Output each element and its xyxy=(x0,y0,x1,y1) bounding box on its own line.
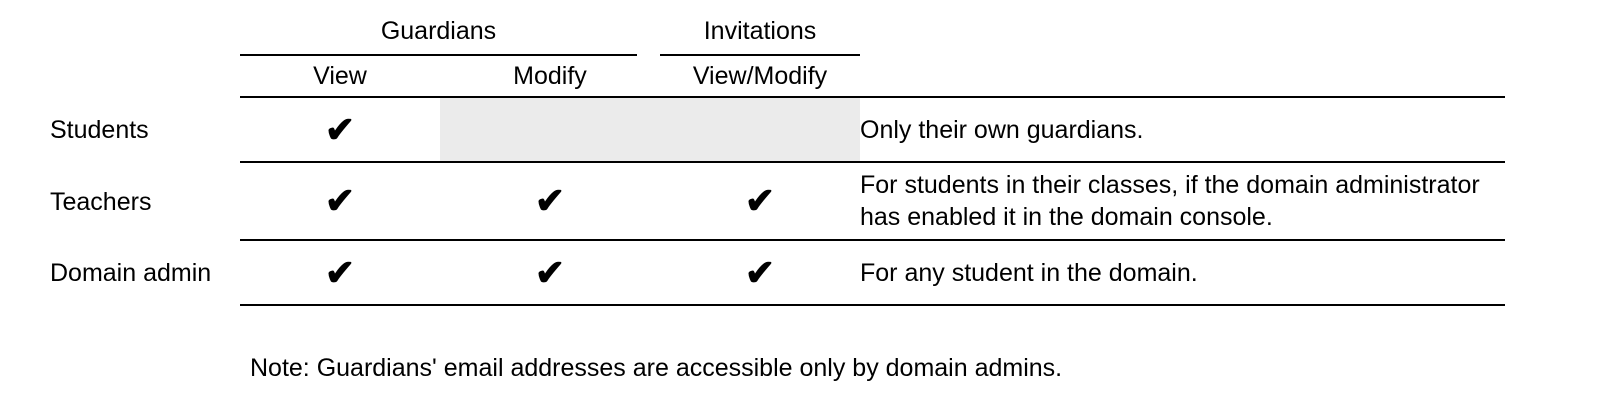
column-header-view-modify: View/Modify xyxy=(660,56,860,98)
column-group-guardians: Guardians xyxy=(240,10,637,56)
notes-header-spacer xyxy=(860,10,1505,56)
column-header-view-label: View xyxy=(313,61,367,90)
corner-spacer xyxy=(50,10,240,56)
column-group-invitations: Invitations xyxy=(660,10,860,56)
column-header-notes xyxy=(860,56,1505,98)
subheader-spacer xyxy=(50,56,240,98)
check-icon: ✔ xyxy=(660,241,860,306)
row-label-teachers: Teachers xyxy=(50,187,152,216)
column-header-modify-label: Modify xyxy=(513,61,587,90)
row-label-students: Students xyxy=(50,116,149,144)
column-header-view: View xyxy=(240,56,440,98)
permissions-table: Guardians Invitations View Modify View/M… xyxy=(50,10,1600,306)
check-icon: ✔ xyxy=(440,163,660,241)
footnote: Note: Guardians' email addresses are acc… xyxy=(250,354,1063,382)
column-group-invitations-label: Invitations xyxy=(703,17,817,45)
check-icon: ✔ xyxy=(240,98,440,163)
row-note-domain-admin: For any student in the domain. xyxy=(860,241,1505,306)
check-icon: ✔ xyxy=(240,241,440,306)
check-icon: ✔ xyxy=(660,163,860,241)
check-icon: ✔ xyxy=(240,163,440,241)
column-header-view-modify-label: View/Modify xyxy=(692,61,828,90)
check-icon: ✔ xyxy=(440,241,660,306)
column-group-guardians-label: Guardians xyxy=(380,17,497,45)
empty-permissions-cell xyxy=(440,98,860,163)
row-note-students: Only their own guardians. xyxy=(860,98,1505,163)
row-note-teachers: For students in their classes, if the do… xyxy=(860,163,1505,241)
column-header-modify: Modify xyxy=(440,56,660,98)
row-label-domain-admin: Domain admin xyxy=(50,259,212,287)
